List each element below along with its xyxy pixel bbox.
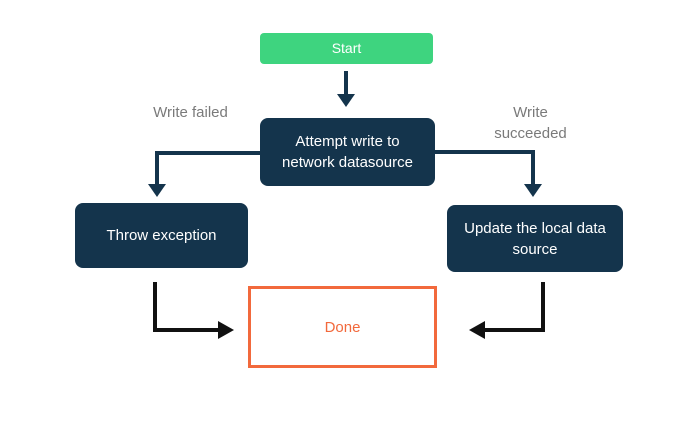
- arrow-attempt-to-throw: [148, 151, 260, 197]
- arrow-attempt-to-update: [435, 150, 542, 197]
- node-attempt-write: Attempt write to network datasource: [260, 118, 435, 186]
- edge-label-write-failed: Write failed: [153, 104, 228, 121]
- edge-label-write-succeeded: Write succeeded: [494, 104, 567, 142]
- node-throw-exception: Throw exception: [75, 203, 248, 268]
- arrow-start-to-attempt: [337, 71, 355, 107]
- arrow-update-to-done: [469, 282, 545, 339]
- node-update-local-data-source: Update the local data source: [447, 205, 623, 272]
- node-done: Done: [248, 286, 437, 368]
- node-start: Start: [260, 33, 433, 64]
- arrow-throw-to-done: [153, 282, 234, 339]
